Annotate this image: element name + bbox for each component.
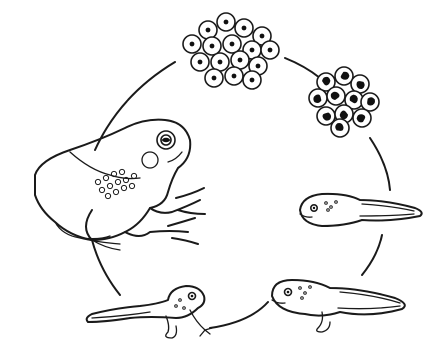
adult-frog-icon [35,120,205,250]
cycle-arc-tadpole-to-legs [362,235,382,275]
cycle-arc-embryos-to-tadpole [370,138,390,190]
froglet-icon [87,286,212,338]
frog-eggs-icon [183,13,279,89]
cycle-arc-legs-to-froglet [210,302,268,328]
cycle-arc-eggs-to-embryos [285,58,320,78]
cycle-arc-froglet-to-frog [92,240,120,295]
developing-embryos-icon [309,67,379,137]
tadpole-with-legs-icon [272,280,405,332]
tadpole-icon [300,194,422,226]
